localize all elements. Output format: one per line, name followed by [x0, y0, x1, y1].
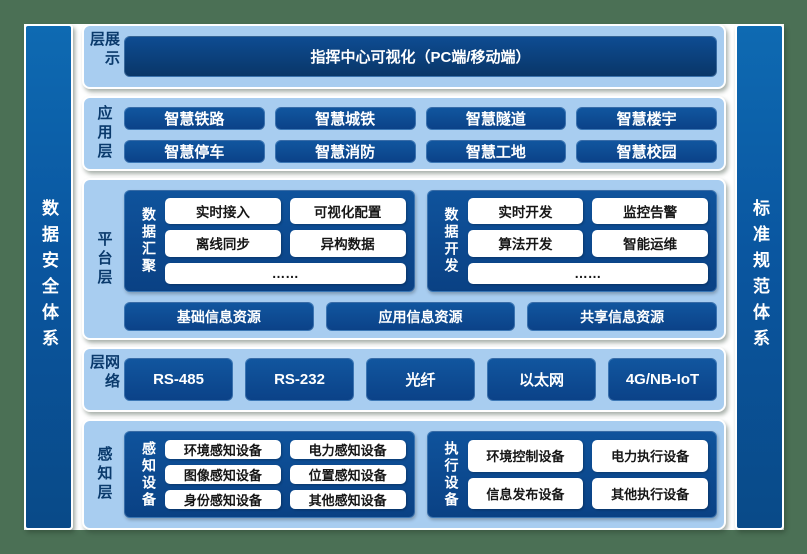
group-actuating-devices-grid: 环境控制设备 电力执行设备 信息发布设备 其他执行设备 [467, 440, 708, 509]
group-actuating-devices-label-wrap: 执行设备 [436, 440, 468, 509]
layer-display-label-wrap: 展示层 [84, 31, 124, 82]
layer-display-label: 展示层 [88, 31, 120, 69]
layer-application-label: 应用层 [95, 105, 113, 162]
layer-perception: 感知层 感知设备 环境感知设备 电力感知设备 图像感知设备 位置感知设备 身份感… [82, 419, 726, 530]
item-offline-sync: 离线同步 [165, 230, 281, 257]
layer-platform-label-wrap: 平台层 [84, 185, 124, 333]
group-actuating-devices-label: 执行设备 [443, 440, 460, 509]
app-box-smart-tunnel: 智慧隧道 [425, 107, 567, 130]
item-other-sensing: 其他感知设备 [289, 490, 406, 509]
item-image-sensing: 图像感知设备 [165, 465, 281, 484]
layer-application: 应用层 智慧铁路 智慧城铁 智慧隧道 智慧楼宇 智慧停车 智慧消防 智慧工地 智… [82, 96, 726, 171]
layers-stack: 展示层 指挥中心可视化（PC端/移动端） 应用层 智慧铁路 智慧城铁 智慧隧道 … [82, 24, 726, 530]
group-data-aggregation: 数据汇聚 实时接入 可视化配置 离线同步 异构数据 …… [124, 190, 415, 292]
layer-perception-label: 感知层 [95, 446, 113, 503]
network-box-fiber: 光纤 [366, 358, 475, 401]
layer-network-label: 网络层 [88, 354, 120, 392]
left-pillar-data-security: 数据安全体系 [24, 24, 73, 530]
app-box-smart-firefighting: 智慧消防 [274, 140, 416, 163]
item-info-publishing: 信息发布设备 [467, 477, 584, 509]
app-box-smart-building: 智慧楼宇 [576, 107, 717, 130]
layer-application-label-wrap: 应用层 [84, 103, 124, 164]
layer-network-label-wrap: 网络层 [84, 354, 124, 405]
resource-application-info: 应用信息资源 [325, 302, 516, 331]
layer-display: 展示层 指挥中心可视化（PC端/移动端） [82, 24, 726, 89]
group-data-aggregation-grid: 实时接入 可视化配置 离线同步 异构数据 …… [165, 198, 406, 284]
app-box-smart-worksite: 智慧工地 [425, 140, 567, 163]
platform-resources-row: 基础信息资源 应用信息资源 共享信息资源 [124, 302, 718, 331]
group-data-development: 数据开发 实时开发 监控告警 算法开发 智能运维 …… [426, 190, 717, 292]
right-pillar-label: 标准规范体系 [750, 199, 769, 355]
platform-groups-row: 数据汇聚 实时接入 可视化配置 离线同步 异构数据 …… [124, 190, 717, 292]
layer-platform-content: 数据汇聚 实时接入 可视化配置 离线同步 异构数据 …… [124, 185, 718, 333]
network-box-rs485: RS-485 [124, 358, 233, 401]
layer-platform: 平台层 数据汇聚 实时接入 可视化配置 离线同步 异构数据 [82, 178, 726, 340]
item-power-sensing: 电力感知设备 [289, 440, 406, 459]
layer-application-content: 智慧铁路 智慧城铁 智慧隧道 智慧楼宇 智慧停车 智慧消防 智慧工地 智慧校园 [124, 103, 717, 164]
group-data-aggregation-label-wrap: 数据汇聚 [133, 198, 165, 284]
item-env-control: 环境控制设备 [467, 440, 584, 472]
item-development-ellipsis: …… [467, 262, 708, 284]
item-env-sensing: 环境感知设备 [165, 440, 281, 459]
left-pillar-label: 数据安全体系 [39, 199, 58, 355]
item-monitor-alert: 监控告警 [592, 198, 708, 225]
network-box-4g-nbiot: 4G/NB-IoT [608, 358, 717, 401]
item-heterogeneous-data: 异构数据 [289, 230, 406, 257]
item-intelligent-ops: 智能运维 [592, 230, 708, 257]
item-aggregation-ellipsis: …… [165, 262, 406, 284]
item-other-actuating: 其他执行设备 [592, 477, 708, 509]
group-data-development-grid: 实时开发 监控告警 算法开发 智能运维 …… [467, 198, 708, 284]
app-box-smart-parking: 智慧停车 [124, 140, 265, 163]
group-sensing-devices-label-wrap: 感知设备 [133, 440, 165, 509]
app-box-smart-railway: 智慧铁路 [124, 107, 265, 130]
app-box-smart-metro: 智慧城铁 [274, 107, 416, 130]
app-box-smart-campus: 智慧校园 [576, 140, 717, 163]
item-algorithm-dev: 算法开发 [467, 230, 584, 257]
layer-perception-label-wrap: 感知层 [84, 426, 124, 523]
network-box-ethernet: 以太网 [487, 358, 596, 401]
group-data-development-label: 数据开发 [443, 207, 460, 275]
display-command-center-box: 指挥中心可视化（PC端/移动端） [124, 36, 717, 77]
item-identity-sensing: 身份感知设备 [165, 490, 281, 509]
item-position-sensing: 位置感知设备 [289, 465, 406, 484]
layer-display-content: 指挥中心可视化（PC端/移动端） [124, 31, 717, 82]
group-actuating-devices: 执行设备 环境控制设备 电力执行设备 信息发布设备 其他执行设备 [426, 431, 717, 518]
group-sensing-devices-label: 感知设备 [141, 440, 157, 509]
layer-network-content: RS-485 RS-232 光纤 以太网 4G/NB-IoT [124, 354, 717, 405]
item-realtime-dev: 实时开发 [467, 198, 584, 225]
item-realtime-access: 实时接入 [165, 198, 281, 225]
layer-perception-content: 感知设备 环境感知设备 电力感知设备 图像感知设备 位置感知设备 身份感知设备 … [124, 426, 717, 523]
group-sensing-devices: 感知设备 环境感知设备 电力感知设备 图像感知设备 位置感知设备 身份感知设备 … [124, 431, 415, 518]
resource-shared-info: 共享信息资源 [527, 302, 718, 331]
group-data-aggregation-label: 数据汇聚 [141, 207, 157, 275]
layer-network: 网络层 RS-485 RS-232 光纤 以太网 4G/NB-IoT [82, 347, 726, 412]
right-pillar-standards: 标准规范体系 [735, 24, 784, 530]
network-box-rs232: RS-232 [245, 358, 354, 401]
group-sensing-devices-grid: 环境感知设备 电力感知设备 图像感知设备 位置感知设备 身份感知设备 其他感知设… [165, 440, 406, 509]
diagram-page: 数据安全体系 展示层 指挥中心可视化（PC端/移动端） 应用层 智慧铁路 智慧 [24, 24, 784, 530]
layer-platform-label: 平台层 [95, 230, 113, 288]
resource-basic-info: 基础信息资源 [124, 302, 314, 331]
group-data-development-label-wrap: 数据开发 [436, 198, 468, 284]
item-power-actuating: 电力执行设备 [592, 440, 708, 472]
item-visual-config: 可视化配置 [289, 198, 406, 225]
